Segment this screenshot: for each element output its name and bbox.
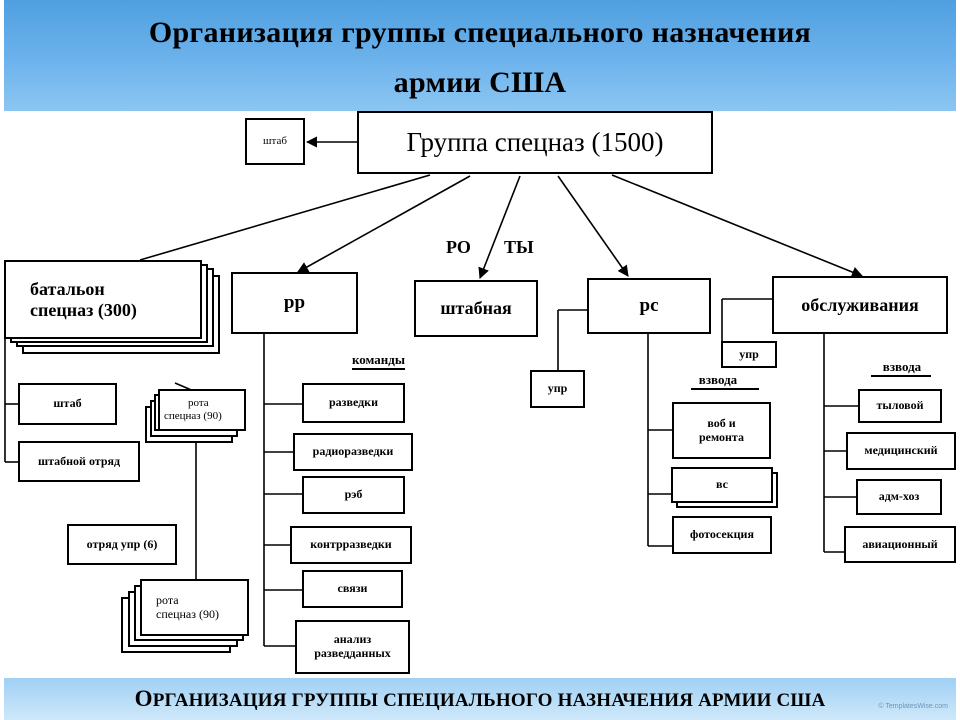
- service-platoon-rear: тыловой: [858, 389, 942, 423]
- footer-caption: ОРГАНИЗАЦИЯ ГРУППЫ СПЕЦИАЛЬНОГО НАЗНАЧЕН…: [4, 686, 956, 712]
- rr-analysis-label-1: анализ: [333, 632, 372, 647]
- rr-node: рр: [231, 272, 358, 334]
- company2-label-1: рота: [156, 592, 179, 607]
- roty-ro: РО: [446, 237, 471, 257]
- rs-node: рс: [587, 278, 711, 334]
- rr-analysis-node: анализ разведданных: [295, 620, 410, 674]
- rs-platoon-repair-label-1: воб и: [707, 415, 736, 430]
- service-label: обслуживания: [801, 294, 919, 315]
- rs-platoon-repair-label-2: ремонта: [699, 429, 744, 444]
- footer-watermark: © TemplatesWise.com: [878, 703, 948, 710]
- rr-team-radio: радиоразведки: [293, 433, 413, 471]
- rs-platoon-photo: фотосекция: [672, 516, 772, 554]
- battalion-label-1: батальон: [30, 278, 105, 299]
- rs-platoons-title: взвода: [678, 372, 772, 390]
- rr-team-comms: связи: [302, 570, 403, 608]
- rs-platoon-vs-label: вс: [716, 477, 728, 492]
- company2-label-2: спецназ (90): [156, 606, 219, 621]
- company-label-2: спецназ (90): [164, 410, 222, 422]
- rs-label: рс: [639, 295, 659, 317]
- rr-team-recon-label: разведки: [328, 395, 379, 410]
- root-node: Группа спецназ (1500): [357, 111, 713, 174]
- staff-company-node: штабная: [414, 280, 538, 337]
- company-node: рота спецназ (90): [158, 389, 246, 431]
- footer-caption-initial: О: [134, 686, 153, 711]
- detachment-label: отряд упр (6): [86, 536, 158, 551]
- rr-team-comms-label: связи: [337, 581, 368, 596]
- rr-label: рр: [283, 292, 306, 314]
- hq-node: штаб: [245, 118, 305, 165]
- battalion-node: батальон спецназ (300): [4, 260, 202, 339]
- roty-ty: ТЫ: [504, 237, 534, 257]
- battalion-hq-label: штаб: [53, 396, 82, 411]
- rr-analysis-label-2: разведданных: [314, 646, 391, 660]
- footer-banner: ОРГАНИЗАЦИЯ ГРУППЫ СПЕЦИАЛЬНОГО НАЗНАЧЕН…: [4, 678, 956, 720]
- detachment-node: отряд упр (6): [67, 524, 177, 565]
- root-label: Группа спецназ (1500): [406, 126, 664, 157]
- rr-teams-title-text: команды: [351, 352, 405, 370]
- hq-label: штаб: [263, 135, 287, 148]
- rr-team-counterintel: контрразведки: [290, 526, 412, 564]
- footer-caption-rest: РГАНИЗАЦИЯ ГРУППЫ СПЕЦИАЛЬНОГО НАЗНАЧЕНИ…: [152, 690, 826, 711]
- service-platoon-aviation: авиационный: [844, 526, 956, 563]
- rr-team-counterintel-label: контрразведки: [310, 537, 392, 552]
- rr-team-ew: рэб: [302, 476, 405, 514]
- staff-company-label: штабная: [440, 298, 512, 319]
- rs-platoon-repair: воб и ремонта: [672, 402, 771, 459]
- rr-team-radio-label: радиоразведки: [312, 444, 394, 459]
- rr-teams-title: команды: [293, 352, 405, 370]
- service-platoon-admin-label: адм-хоз: [878, 489, 920, 504]
- rs-platoon-photo-label: фотосекция: [690, 527, 754, 542]
- title-line-2: армии США: [393, 66, 567, 99]
- service-upr-label: упр: [739, 346, 759, 361]
- rs-upr-label: упр: [547, 381, 568, 396]
- service-platoon-medical: медицинский: [846, 432, 956, 470]
- battalion-label-2: спецназ (300): [30, 299, 137, 320]
- rr-team-ew-label: рэб: [344, 487, 363, 502]
- title-line-1: Организация группы специального назначен…: [148, 16, 812, 49]
- battalion-hq-detachment-label: штабной отряд: [37, 453, 121, 468]
- service-platoon-rear-label: тыловой: [876, 398, 924, 413]
- battalion-hq-detachment-node: штабной отряд: [18, 441, 140, 482]
- battalion-hq-node: штаб: [18, 383, 117, 425]
- service-platoon-aviation-label: авиационный: [862, 536, 938, 551]
- service-platoon-admin: адм-хоз: [856, 479, 942, 515]
- service-node: обслуживания: [772, 276, 948, 334]
- service-platoon-medical-label: медицинский: [864, 443, 938, 458]
- service-platoons-title-text: взвода: [870, 359, 932, 377]
- header-banner: Организация группы специального назначен…: [4, 0, 956, 111]
- rr-team-recon: разведки: [302, 383, 405, 423]
- rs-platoon-vs: вс: [671, 467, 773, 503]
- company-label-1: рота: [188, 397, 209, 410]
- service-upr-node: упр: [721, 341, 777, 368]
- company2-node: рота спецназ (90): [140, 579, 249, 636]
- page-title: Организация группы специального назначен…: [4, 8, 956, 108]
- service-platoons-title: взвода: [861, 359, 941, 377]
- rs-upr-node: упр: [530, 370, 585, 408]
- rs-platoons-title-text: взвода: [690, 372, 760, 390]
